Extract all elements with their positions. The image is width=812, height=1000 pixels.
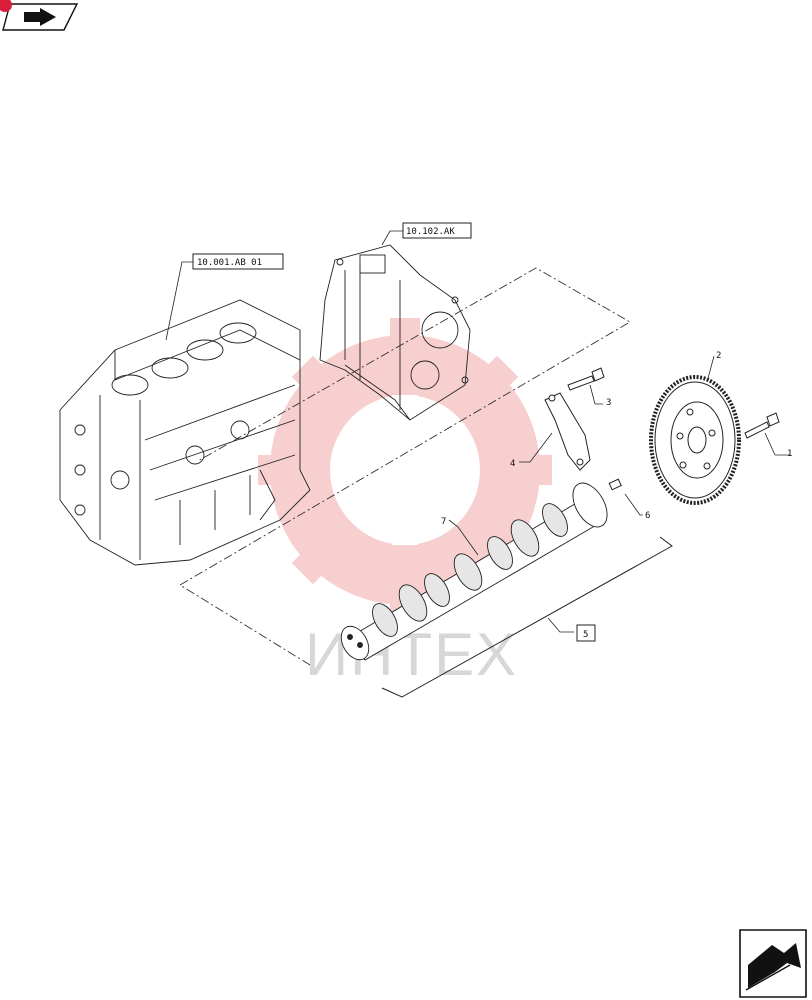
callout-2: 2 [716,351,721,361]
bolt-1 [744,412,780,439]
leader-lines [165,230,790,633]
callout-7: 7 [441,517,446,527]
callout-6: 6 [645,511,650,521]
next-page-arrow-icon[interactable] [739,929,807,998]
reference-box-block[interactable]: 10.001.AB 01 [192,253,284,270]
callout-1: 1 [787,449,792,459]
reference-label-cover: 10.102.AK [406,227,455,237]
group-bracket [381,536,673,698]
callout-5-box: 5 [576,624,596,642]
camshaft-gear [649,375,741,505]
watermark-logo [258,318,552,622]
reference-box-cover[interactable]: 10.102.AK [402,222,472,239]
reference-label-block: 10.001.AB 01 [197,258,262,268]
engine-block [59,299,311,566]
camshaft [340,482,608,661]
callout-3: 3 [606,398,611,408]
timing-cover [319,244,471,421]
callout-4: 4 [510,459,515,469]
back-arrow-icon[interactable] [0,0,79,31]
assembly-outline [179,267,631,666]
dowel-pin-6 [608,478,622,491]
callout-5: 5 [583,630,588,640]
thrust-plate [544,392,591,471]
bolt-3 [567,367,605,391]
